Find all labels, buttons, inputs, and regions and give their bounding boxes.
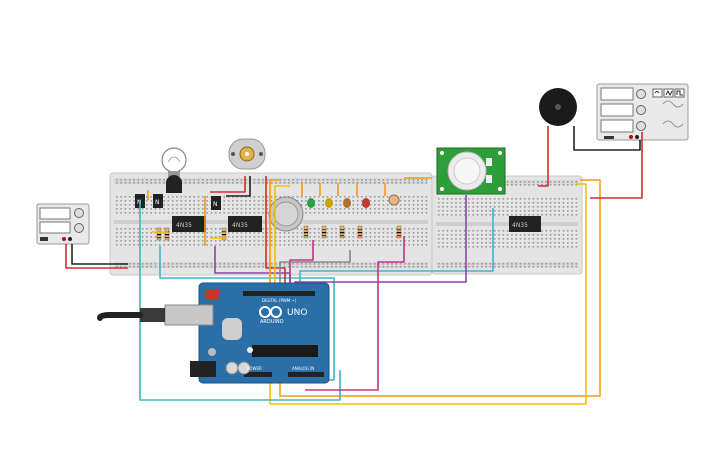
transistor-3[interactable]: N	[211, 196, 221, 210]
resistor-band	[358, 235, 362, 237]
resistor-band	[322, 232, 326, 234]
svg-text:4N35: 4N35	[176, 222, 192, 229]
function-generator[interactable]	[596, 83, 689, 141]
transistor-power[interactable]	[166, 175, 182, 193]
svg-text:4N35: 4N35	[512, 222, 528, 229]
resistor-band	[358, 229, 362, 231]
gas-sensor[interactable]	[268, 196, 304, 232]
uno-logo-text: UNO	[287, 308, 307, 318]
led-red[interactable]	[362, 198, 370, 208]
ic-chip-3[interactable]: 4N35	[509, 216, 541, 232]
svg-text:4N35: 4N35	[232, 222, 248, 229]
resistor-band	[157, 237, 161, 239]
arduino-uno-board[interactable]: UNO ARDUINO DIGITAL (PWM ~) POWER ANALOG…	[190, 282, 330, 384]
pir-sensor[interactable]	[436, 147, 506, 195]
power-header-label: POWER	[247, 366, 262, 371]
resistor-band	[340, 232, 344, 234]
led-yellow[interactable]	[325, 198, 333, 208]
photoresistor[interactable]	[388, 194, 400, 206]
resistor-band	[340, 229, 344, 231]
ic-chip-2[interactable]: 4N35	[228, 216, 262, 232]
dc-motor[interactable]	[228, 138, 266, 170]
resistor-band	[304, 232, 308, 234]
analog-header-label: ANALOG IN	[292, 366, 314, 371]
resistor-band	[340, 235, 344, 237]
resistor-band	[397, 235, 401, 237]
breadboard-left[interactable]	[109, 172, 433, 276]
digital-header-label: DIGITAL (PWM ~)	[262, 298, 297, 303]
resistor-band	[397, 229, 401, 231]
transistor-2[interactable]: N	[153, 194, 163, 208]
resistor-band	[397, 232, 401, 234]
resistor-band	[165, 234, 169, 236]
resistor-band	[322, 235, 326, 237]
svg-text:N: N	[155, 199, 160, 206]
resistor-band	[222, 231, 226, 233]
breadboard-right[interactable]	[431, 175, 583, 275]
arduino-brand-text: ARDUINO	[260, 319, 284, 325]
ic-chip-1[interactable]: 4N35	[172, 216, 206, 232]
arduino-logo-icon	[259, 306, 282, 318]
usb-cable[interactable]	[97, 304, 214, 326]
resistor-band	[304, 235, 308, 237]
resistor-band	[322, 229, 326, 231]
resistor-band	[358, 232, 362, 234]
svg-text:N: N	[213, 201, 218, 208]
led-green[interactable]	[307, 198, 315, 208]
piezo-buzzer[interactable]	[539, 88, 577, 126]
resistor-band	[165, 237, 169, 239]
led-orange[interactable]	[343, 198, 351, 208]
wires	[65, 126, 643, 405]
light-bulb[interactable]	[161, 147, 187, 177]
resistor-band	[304, 229, 308, 231]
resistor-band	[222, 234, 226, 236]
resistor-band	[157, 234, 161, 236]
power-supply-left[interactable]	[36, 203, 90, 245]
reset-button	[205, 289, 219, 299]
